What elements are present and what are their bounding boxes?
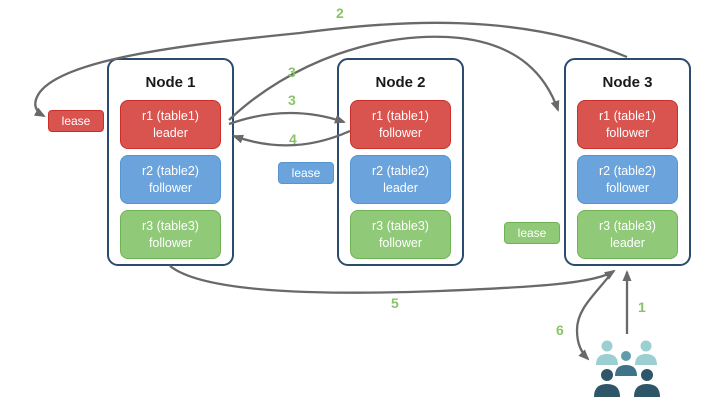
replica-r3-table3: r3 (table3) follower (350, 210, 451, 259)
step-label-2: 2 (336, 5, 344, 21)
replica-role: leader (153, 125, 188, 140)
replica-name: r3 (table3) (599, 219, 656, 233)
node-3: Node 3 r1 (table1) follower r2 (table2) … (564, 58, 691, 266)
node-2: Node 2 r1 (table1) follower r2 (table2) … (337, 58, 464, 266)
lease-label: lease (517, 226, 547, 240)
step-label-6: 6 (556, 322, 564, 338)
step-label-5: 5 (391, 295, 399, 311)
replica-r2-table2: r2 (table2) follower (120, 155, 221, 204)
replica-name: r1 (table1) (599, 109, 656, 123)
lease-label: lease (61, 114, 91, 128)
lease-badge-blue: lease (278, 162, 334, 184)
arrow-step-6 (575, 270, 614, 361)
replica-name: r2 (table2) (372, 164, 429, 178)
replica-name: r1 (table1) (142, 109, 199, 123)
replica-role: follower (605, 125, 650, 140)
replica-role: follower (148, 180, 193, 195)
step-label-3b: 3 (288, 92, 296, 108)
node-title: Node 1 (145, 74, 196, 91)
users-group-icon (594, 340, 660, 397)
replica-role: follower (378, 235, 423, 250)
replica-role: leader (610, 235, 645, 250)
node-1: Node 1 r1 (table1) leader r2 (table2) fo… (107, 58, 234, 266)
node-title: Node 3 (602, 74, 653, 91)
arrow-step-5 (169, 265, 616, 294)
replica-r3-table3: r3 (table3) follower (120, 210, 221, 259)
lease-label: lease (291, 166, 321, 180)
replica-r1-table1: r1 (table1) leader (120, 100, 221, 149)
replica-name: r2 (table2) (599, 164, 656, 178)
replica-name: r3 (table3) (142, 219, 199, 233)
replica-r2-table2: r2 (table2) leader (350, 155, 451, 204)
step-label-3a: 3 (288, 64, 296, 80)
replica-role: follower (605, 180, 650, 195)
lease-badge-red: lease (48, 110, 104, 132)
replica-r3-table3: r3 (table3) leader (577, 210, 678, 259)
replica-role: leader (383, 180, 418, 195)
replica-r1-table1: r1 (table1) follower (350, 100, 451, 149)
step-label-1: 1 (638, 299, 646, 315)
replica-role: follower (148, 235, 193, 250)
node-title: Node 2 (375, 74, 426, 91)
replica-name: r1 (table1) (372, 109, 429, 123)
arrow-step-3-to-node2 (228, 111, 346, 126)
replica-name: r3 (table3) (372, 219, 429, 233)
replica-role: follower (378, 125, 423, 140)
replica-name: r2 (table2) (142, 164, 199, 178)
replica-r2-table2: r2 (table2) follower (577, 155, 678, 204)
replica-r1-table1: r1 (table1) follower (577, 100, 678, 149)
lease-badge-green: lease (504, 222, 560, 244)
step-label-4: 4 (289, 131, 297, 147)
